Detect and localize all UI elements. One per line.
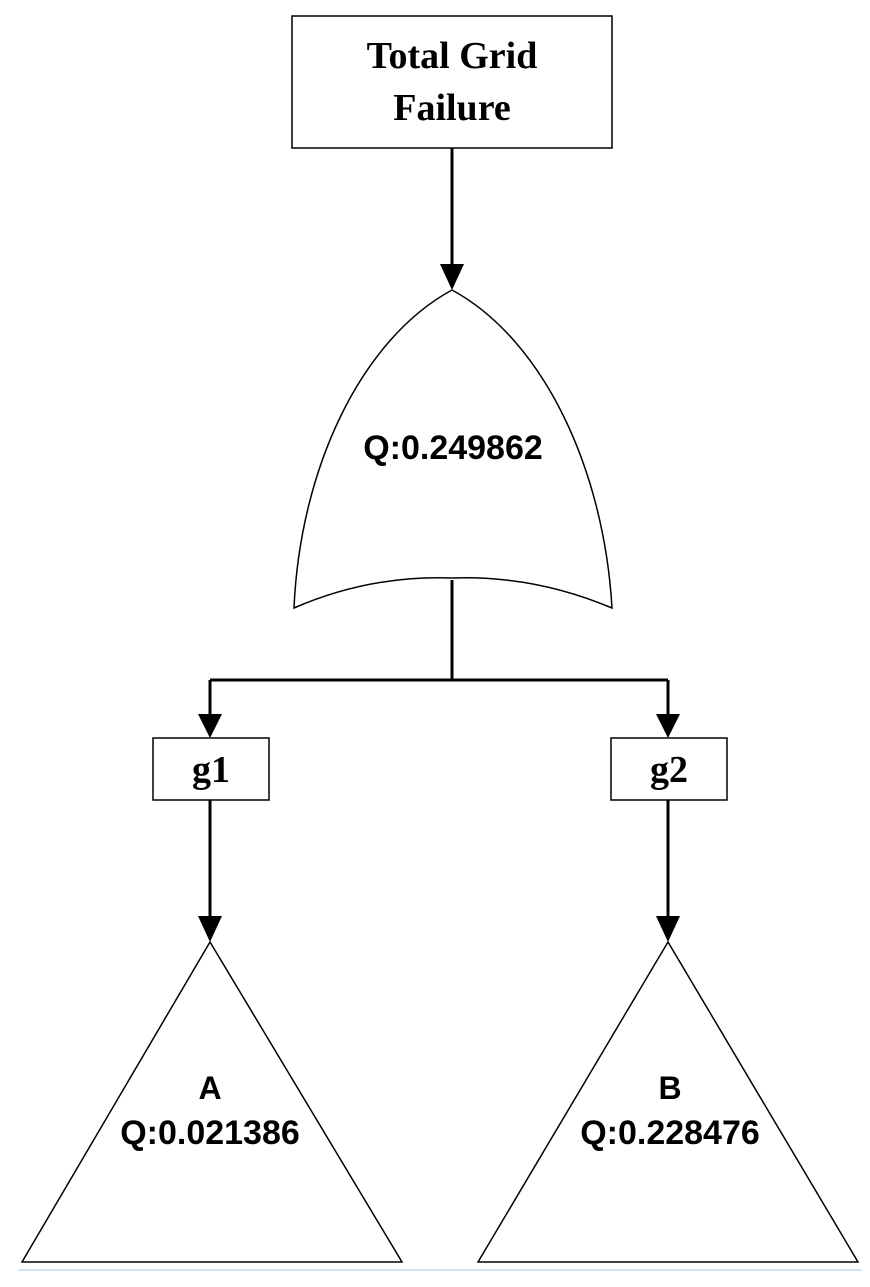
- g2-to-b-arrowhead: [656, 916, 680, 942]
- g1-box: [152, 737, 270, 801]
- or-gate-probability: Q:0.249862: [363, 429, 543, 467]
- transfer-b-probability: Q:0.228476: [580, 1114, 760, 1152]
- g1-to-a-arrowhead: [198, 916, 222, 942]
- transfer-a-name: A: [198, 1070, 222, 1106]
- top-event-box: [291, 15, 613, 149]
- transfer-a-probability: Q:0.021386: [120, 1114, 300, 1152]
- g1-label: g1: [192, 749, 230, 791]
- or-gate-shape: [293, 289, 613, 610]
- top-event-title-line2: Failure: [393, 87, 511, 129]
- transfer-b-triangle: [476, 940, 860, 1263]
- transfer-a-triangle: [20, 940, 404, 1263]
- top-to-gate-arrowhead: [440, 264, 464, 290]
- top-event-title-line1: Total Grid: [366, 35, 538, 77]
- branch-to-g2-arrowhead: [656, 714, 680, 738]
- g2-label: g2: [650, 749, 688, 791]
- top-event-title: Total Grid Failure: [292, 30, 612, 134]
- branch-to-g1-arrowhead: [198, 714, 222, 738]
- transfer-b-name: B: [658, 1070, 682, 1106]
- g2-box: [610, 737, 728, 801]
